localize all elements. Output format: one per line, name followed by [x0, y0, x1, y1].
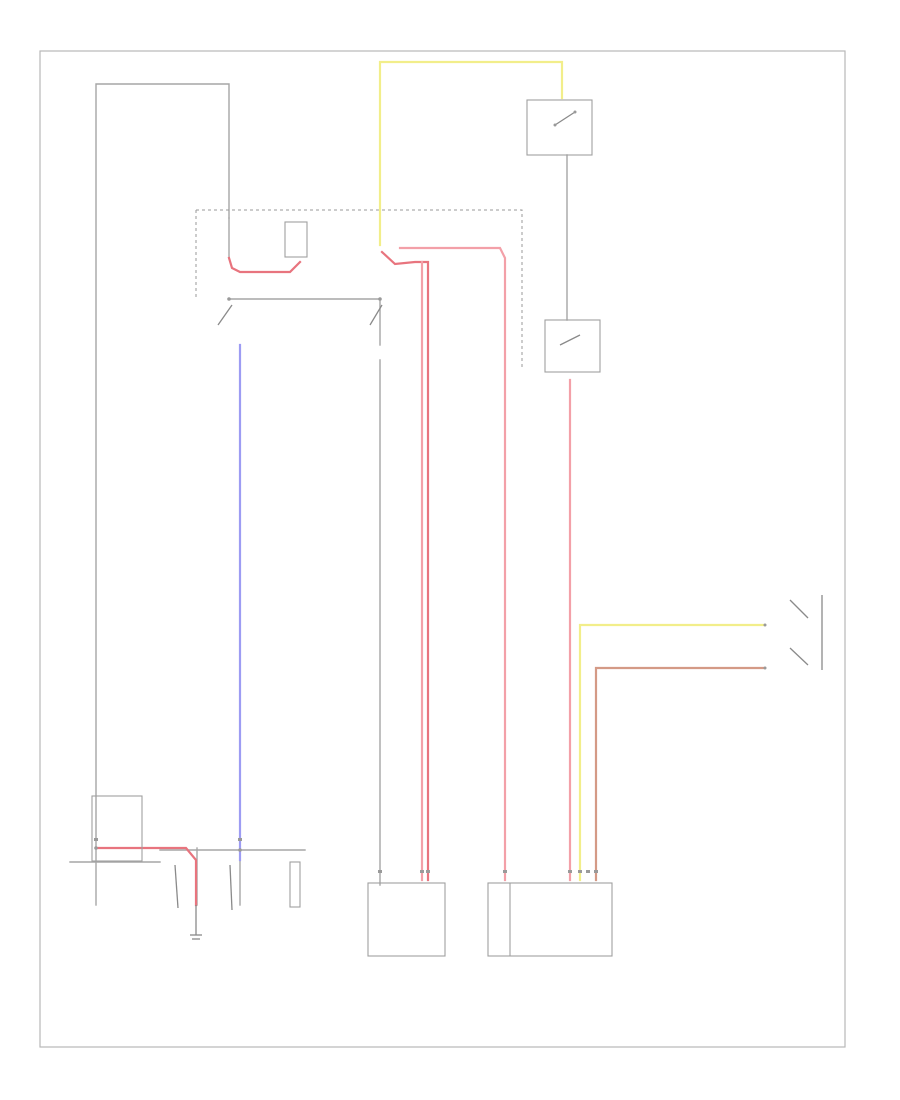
transmission-range-switch — [526, 99, 593, 156]
starter-relay-switch — [217, 304, 383, 326]
red-wires — [94, 246, 572, 907]
cranking-sensor-switch — [544, 319, 601, 373]
connector-icon — [94, 838, 598, 873]
fuse-box-outline — [195, 209, 523, 370]
relay-icon — [284, 221, 308, 258]
fuel-module — [367, 882, 446, 957]
yellow-wires — [378, 60, 767, 882]
junction-dots — [94, 297, 767, 852]
brake-light-switch — [789, 595, 823, 670]
diagram-frame — [39, 50, 846, 1048]
battery-relay-module — [91, 795, 143, 862]
starter-solenoid — [174, 861, 301, 911]
smart-key-control-module — [487, 882, 613, 957]
brown-wires — [594, 666, 767, 882]
gray-wires — [69, 83, 568, 906]
ground-icon — [190, 905, 202, 940]
